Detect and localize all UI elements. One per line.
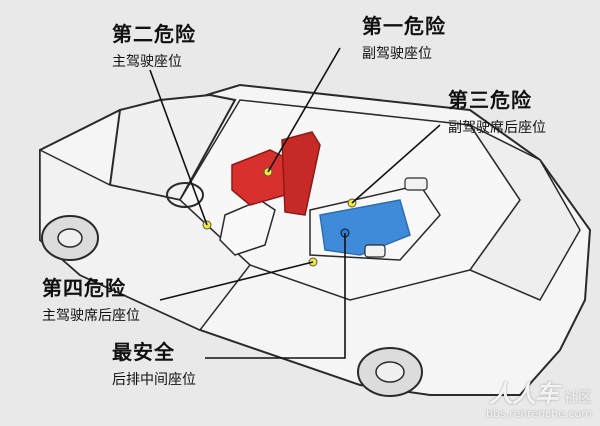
annotation-fourth: 第四危险 主驾驶席后座位 (42, 276, 140, 326)
annotation-safest: 最安全 后排中间座位 (112, 340, 196, 390)
annotation-title: 第二危险 (112, 22, 196, 46)
rear-trunk (467, 123, 581, 301)
watermark-suffix: 社区 (564, 390, 592, 406)
annotation-subtitle: 副驾驶席后座位 (448, 120, 546, 136)
annotation-subtitle: 后排中间座位 (112, 372, 196, 388)
annotation-second: 第二危险 主驾驶座位 (112, 22, 196, 72)
annotation-title: 第三危险 (448, 88, 532, 112)
rear-middle-seat (319, 199, 411, 256)
annotation-subtitle: 主驾驶座位 (112, 54, 182, 70)
annotation-subtitle: 副驾驶座位 (362, 46, 432, 62)
watermark: 人人车社区 bbs.renrenche.com (486, 374, 592, 420)
annotation-subtitle: 主驾驶席后座位 (42, 308, 140, 324)
annotation-title: 最安全 (112, 340, 175, 364)
leader-third (351, 124, 441, 204)
leader-first (267, 47, 341, 173)
watermark-url: bbs.renrenche.com (485, 407, 592, 420)
steering-wheel (166, 182, 204, 208)
leader-fourth (159, 261, 314, 301)
leader-safest (205, 233, 346, 359)
watermark-logo: 人人车 (489, 380, 559, 408)
annotation-title: 第一危险 (362, 14, 446, 38)
annotation-title: 第四危险 (42, 276, 126, 300)
leader-second (149, 69, 208, 226)
annotation-first: 第一危险 副驾驶座位 (362, 14, 446, 64)
annotation-third: 第三危险 副驾驶席后座位 (448, 88, 546, 138)
